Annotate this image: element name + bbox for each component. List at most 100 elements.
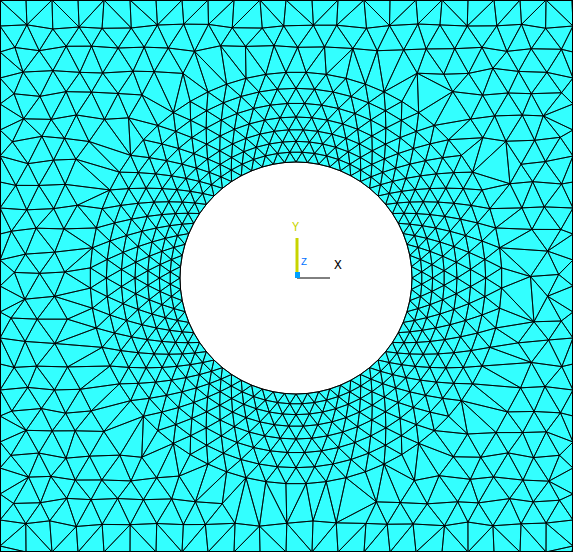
mesh-element — [384, 144, 398, 159]
mesh-element — [231, 374, 241, 386]
mesh-element — [66, 411, 92, 431]
mesh-element — [468, 433, 497, 458]
mesh-element — [156, 367, 172, 382]
mesh-element — [142, 443, 174, 477]
mesh-element — [206, 111, 221, 128]
mesh-element — [231, 170, 241, 182]
mesh-element — [156, 0, 182, 25]
mesh-element — [370, 368, 381, 379]
mesh-element — [332, 409, 346, 422]
mesh-element — [303, 414, 317, 426]
mesh-element — [390, 524, 416, 552]
mesh-element — [416, 125, 434, 143]
mesh-element — [393, 375, 406, 388]
mesh-element — [290, 404, 302, 415]
mesh-element — [91, 401, 130, 432]
mesh-element — [346, 404, 359, 417]
mesh-element — [350, 386, 361, 399]
mesh-element — [426, 49, 455, 75]
mesh-element — [14, 272, 39, 299]
mesh-element — [384, 464, 414, 502]
mesh-element — [296, 88, 315, 103]
mesh-element — [118, 94, 142, 118]
mesh-element — [131, 383, 150, 400]
mesh-element — [493, 68, 519, 93]
mesh-element — [121, 189, 138, 206]
mesh-element — [450, 231, 465, 246]
mesh-element — [40, 71, 66, 97]
mesh-element — [410, 392, 426, 408]
mesh-element — [39, 46, 66, 70]
mesh-element — [190, 436, 206, 455]
mesh-element — [425, 144, 442, 161]
mesh-element — [80, 384, 119, 411]
mesh-element — [221, 28, 246, 47]
mesh-element — [544, 184, 573, 208]
mesh-element — [372, 384, 384, 398]
mesh-element — [361, 379, 372, 392]
mesh-element — [208, 384, 220, 398]
mesh-element — [422, 328, 435, 341]
mesh-element — [138, 353, 154, 368]
mesh-element — [173, 436, 190, 455]
mesh-element — [482, 184, 510, 209]
mesh-element — [385, 412, 400, 428]
mesh-element — [471, 278, 486, 297]
mesh-element — [53, 27, 79, 46]
mesh-element — [211, 177, 222, 188]
mesh-element — [432, 256, 444, 270]
mesh-element — [237, 96, 253, 113]
mesh-element — [159, 265, 170, 278]
mesh-element — [92, 308, 110, 328]
mesh-element — [471, 205, 490, 223]
mesh-element — [545, 387, 573, 413]
mesh-element — [162, 144, 179, 161]
mesh-element — [561, 208, 573, 234]
mesh-element — [494, 477, 523, 499]
mesh-element — [535, 116, 561, 140]
mesh-element — [138, 382, 155, 398]
mesh-element — [440, 242, 454, 256]
mesh-element — [411, 278, 421, 289]
mesh-element — [205, 504, 235, 525]
mesh-element — [443, 285, 457, 299]
mesh-element — [430, 125, 448, 143]
mesh-element — [14, 503, 41, 524]
mesh-element — [232, 152, 244, 164]
mesh-element — [423, 202, 438, 215]
mesh-element — [114, 219, 131, 235]
mesh-element — [438, 353, 454, 368]
mesh-element — [186, 168, 199, 181]
mesh-element — [162, 214, 176, 226]
mesh-element — [384, 73, 417, 101]
mesh-element — [11, 299, 37, 319]
mesh-element — [0, 130, 12, 156]
mesh-element — [410, 149, 426, 165]
mesh-element — [29, 453, 51, 477]
mesh-element — [25, 273, 55, 299]
mesh-element — [400, 481, 427, 504]
mesh-element — [52, 0, 79, 29]
mesh-element — [531, 362, 561, 386]
mesh-element — [256, 409, 269, 422]
mesh-element — [361, 164, 372, 177]
mesh-element — [410, 354, 424, 366]
mesh-element — [313, 25, 336, 47]
mesh-element — [454, 367, 473, 383]
mesh-element — [0, 442, 11, 468]
mesh-element — [138, 242, 152, 256]
mesh-element — [398, 213, 410, 224]
mesh-element — [430, 291, 443, 304]
mesh-element — [358, 120, 372, 136]
mesh-element — [177, 190, 191, 202]
mesh-element — [249, 108, 264, 123]
mesh-element — [522, 207, 544, 230]
mesh-element — [518, 340, 548, 362]
mesh-element — [446, 367, 463, 383]
mesh-element — [369, 92, 386, 111]
mesh-element — [287, 453, 304, 468]
mesh-element — [466, 236, 483, 253]
mesh-element — [0, 364, 14, 390]
mesh-element — [520, 524, 546, 552]
mesh-element — [549, 338, 573, 367]
